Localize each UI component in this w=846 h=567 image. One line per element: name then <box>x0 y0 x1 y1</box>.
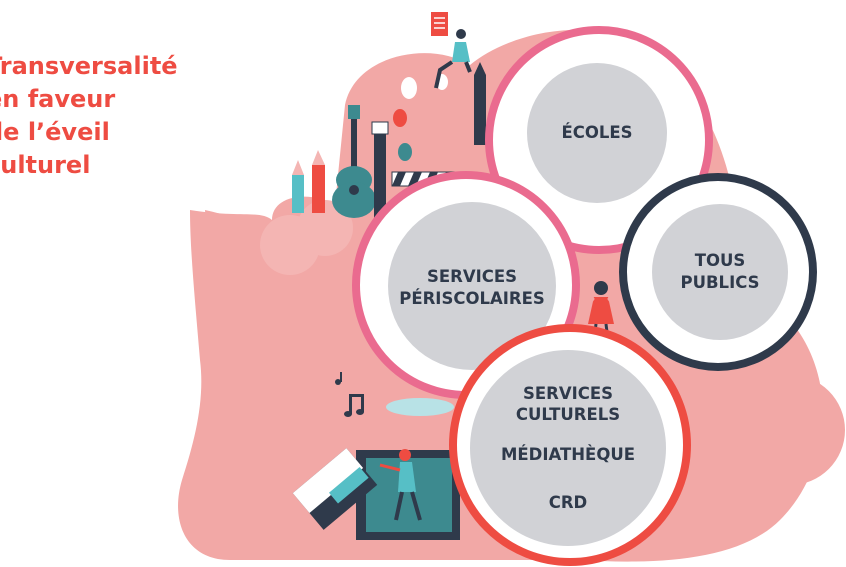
dancer-icon <box>379 449 422 521</box>
tous-publics-line-1: TOUS <box>694 251 746 270</box>
culturels-line-1: SERVICES <box>522 384 614 403</box>
small-cloud <box>386 398 454 416</box>
headline-line-2: en faveur <box>0 85 116 113</box>
ecoles-label-text: ÉCOLES <box>561 123 633 142</box>
periscolaires-line-1: SERVICES <box>426 267 518 286</box>
guitar-icon <box>332 105 376 218</box>
culturels-label: SERVICES CULTURELS MÉDIATHÈQUE CRD <box>501 383 635 513</box>
headline-line-4: culturel <box>0 151 91 179</box>
headline-line-3: de l’éveil <box>0 118 110 146</box>
headline-line-1: Transversalité <box>0 52 178 80</box>
dancing-child-icon <box>581 281 621 341</box>
tous-publics-line-2: PUBLICS <box>680 273 760 292</box>
culturels-line-2: CULTURELS <box>515 405 621 424</box>
culturels-mediatheque: MÉDIATHÈQUE <box>500 445 636 464</box>
ecoles-label: ÉCOLES <box>561 122 632 144</box>
circle-ecoles <box>485 26 713 254</box>
headline: Transversalité en faveur de l’éveil cult… <box>0 50 178 182</box>
reading-person-icon <box>431 12 472 89</box>
paintbrush-icon <box>371 62 486 225</box>
circle-services-culturels <box>449 324 691 566</box>
culturels-crd: CRD <box>548 493 588 512</box>
circle-tous-publics <box>619 173 817 371</box>
periscolaires-label: SERVICES PÉRISCOLAIRES <box>399 266 545 310</box>
periscolaires-line-2: PÉRISCOLAIRES <box>399 289 545 308</box>
pencil-icon <box>292 150 325 213</box>
circle-services-periscolaires <box>352 171 580 399</box>
music-note-icon <box>335 372 364 417</box>
tous-publics-label: TOUS PUBLICS <box>680 250 759 294</box>
